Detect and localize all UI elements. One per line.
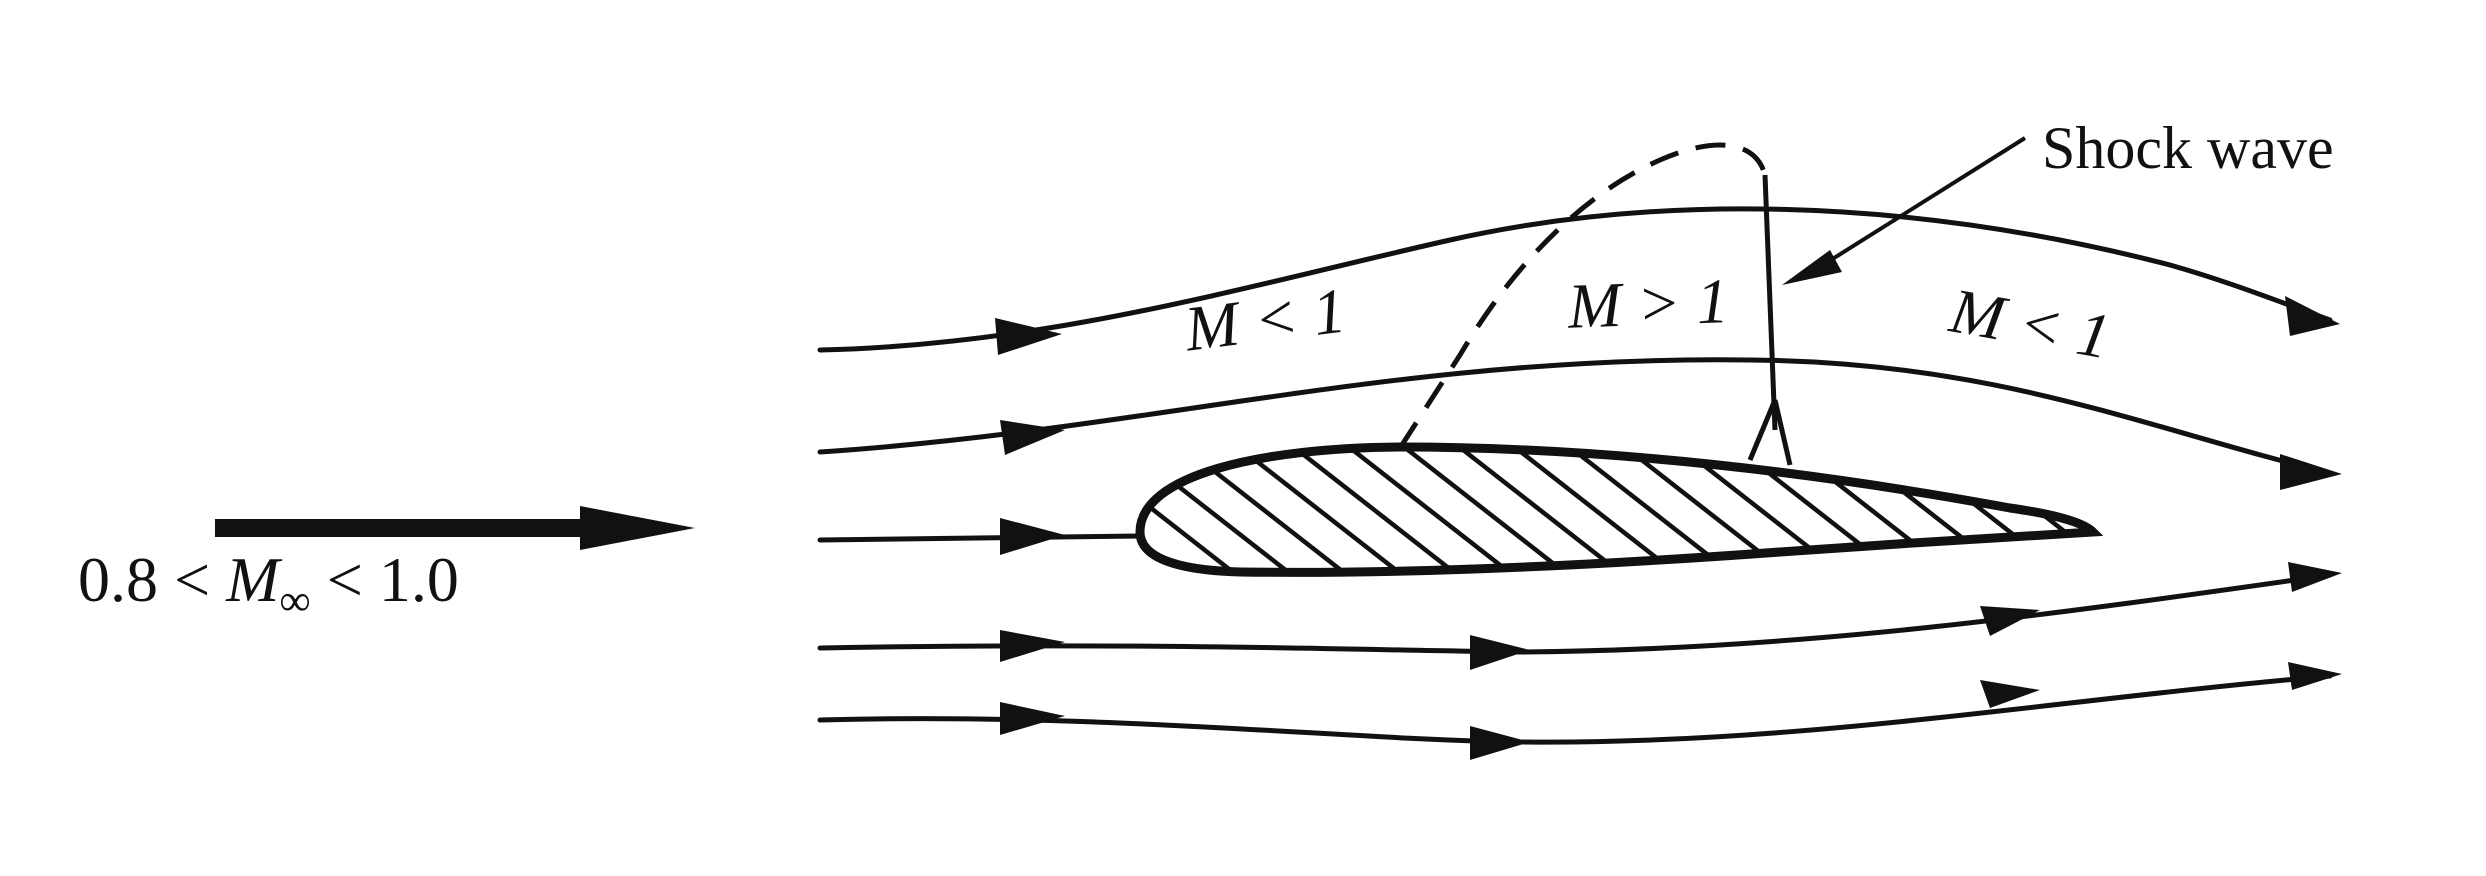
freestream-relation-1: < <box>174 544 211 615</box>
arrowhead <box>2285 296 2340 336</box>
freestream-mach-label: 0.8 < M∞ < 1.0 <box>78 548 459 623</box>
arrowhead <box>2288 662 2342 690</box>
supersonic-region-label: M > 1 <box>1566 265 1730 342</box>
shock-wave-label: Shock wave <box>2042 115 2334 181</box>
streamline-bottom <box>817 662 2342 760</box>
freestream-lower: 0.8 <box>78 544 158 615</box>
arrowhead <box>1980 606 2040 636</box>
shock-wave <box>1747 174 1793 466</box>
freestream-upper: 1.0 <box>378 544 459 615</box>
freestream-arrow <box>215 506 695 550</box>
streamline-stagnation <box>817 518 1143 555</box>
streamline-second <box>817 357 2342 490</box>
freestream-symbol: M <box>226 544 280 615</box>
arrowhead <box>1000 630 1065 662</box>
freestream-relation-2: < <box>326 544 363 615</box>
arrowhead <box>1470 635 1530 670</box>
sonic-line <box>1397 142 1768 450</box>
arrowhead <box>2288 562 2342 592</box>
streamline-top <box>817 206 2340 355</box>
arrowhead <box>1000 518 1065 555</box>
freestream-subscript: ∞ <box>279 576 311 625</box>
arrowhead <box>1470 726 1530 760</box>
arrowhead <box>1000 702 1065 735</box>
streamline-fourth <box>817 562 2342 670</box>
arrowhead <box>1980 680 2040 708</box>
arrowhead <box>995 318 1062 355</box>
arrowhead <box>1000 420 1065 455</box>
airfoil <box>1135 442 2104 577</box>
shock-pointer <box>1782 136 2027 285</box>
arrowhead <box>2280 454 2342 490</box>
